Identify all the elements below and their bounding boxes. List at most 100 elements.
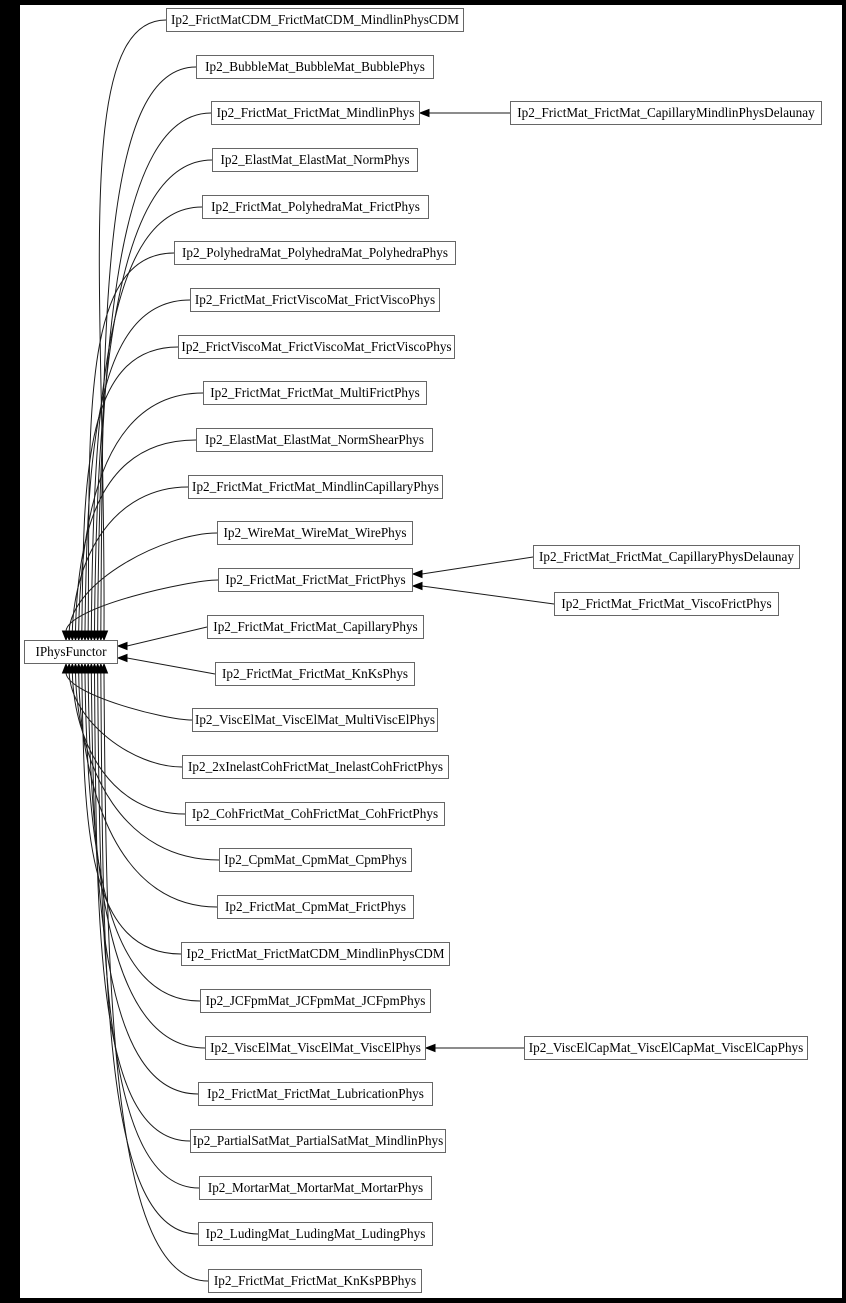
inheritance-edge (71, 486, 189, 632)
inheritance-edge (65, 579, 219, 632)
inheritance-edge (75, 439, 197, 632)
edge-arrowhead (74, 630, 83, 642)
node-class-box[interactable]: Ip2_FrictMat_CpmMat_FrictPhys (217, 895, 414, 919)
node-label: Ip2_FrictMat_PolyhedraMat_FrictPhys (211, 199, 420, 214)
node-root-iphysfunctor[interactable]: IPhysFunctor (24, 640, 118, 664)
edge-arrowhead (80, 630, 90, 642)
inheritance-edge (78, 392, 204, 632)
inheritance-edge (84, 299, 191, 632)
node-class-box[interactable]: Ip2_FrictViscoMat_FrictViscoMat_FrictVis… (178, 335, 455, 359)
edge-arrowhead (96, 662, 106, 674)
inheritance-edge (126, 657, 216, 675)
node-class-box[interactable]: Ip2_FrictMatCDM_FrictMatCDM_MindlinPhysC… (166, 8, 464, 32)
node-class-box[interactable]: Ip2_FrictMat_FrictViscoMat_FrictViscoPhy… (190, 288, 440, 312)
node-class-box[interactable]: Ip2_FrictMat_FrictMat_CapillaryMindlinPh… (510, 101, 822, 125)
node-label: Ip2_FrictMat_FrictMat_FrictPhys (225, 572, 406, 587)
node-label: Ip2_ElastMat_ElastMat_NormShearPhys (204, 432, 425, 447)
node-class-box[interactable]: Ip2_FrictMat_PolyhedraMat_FrictPhys (202, 195, 429, 219)
node-class-box[interactable]: Ip2_ElastMat_ElastMat_NormShearPhys (196, 428, 433, 452)
node-class-box[interactable]: Ip2_2xInelastCohFrictMat_InelastCohFrict… (182, 755, 449, 779)
inheritance-edge (65, 672, 193, 721)
node-class-box[interactable]: Ip2_WireMat_WireMat_WirePhys (217, 521, 413, 545)
inheritance-edge (97, 112, 212, 632)
node-class-box[interactable]: Ip2_FrictMat_FrictMat_ViscoFrictPhys (554, 592, 779, 616)
node-class-box[interactable]: Ip2_FrictMat_FrictMat_MindlinCapillaryPh… (188, 475, 443, 499)
node-label: Ip2_FrictMat_FrictMat_KnKsPBPhys (213, 1273, 417, 1288)
node-class-box[interactable]: Ip2_FrictMat_FrictMat_CapillaryPhys (207, 615, 424, 639)
node-class-box[interactable]: Ip2_LudingMat_LudingMat_LudingPhys (198, 1222, 433, 1246)
node-label: Ip2_FrictMat_FrictMat_MindlinCapillaryPh… (192, 479, 439, 494)
node-label: Ip2_ViscElCapMat_ViscElCapMat_ViscElCapP… (528, 1040, 804, 1055)
node-label: Ip2_ViscElMat_ViscElMat_ViscElPhys (210, 1040, 421, 1055)
node-class-box[interactable]: Ip2_JCFpmMat_JCFpmMat_JCFpmPhys (200, 989, 431, 1013)
node-label: Ip2_2xInelastCohFrictMat_InelastCohFrict… (188, 759, 443, 774)
node-label: Ip2_FrictMat_FrictMatCDM_MindlinPhysCDM (186, 946, 445, 961)
node-label: Ip2_JCFpmMat_JCFpmMat_JCFpmPhys (205, 993, 426, 1008)
inheritance-edge (81, 672, 182, 955)
diagram-canvas: IPhysFunctor Ip2_FrictMatCDM_FrictMatCDM_… (20, 5, 842, 1298)
node-class-box[interactable]: Ip2_MortarMat_MortarMat_MortarPhys (199, 1176, 432, 1200)
edge-arrowhead (83, 630, 93, 642)
node-class-box[interactable]: Ip2_ViscElMat_ViscElMat_ViscElPhys (205, 1036, 426, 1060)
node-class-box[interactable]: Ip2_ViscElMat_ViscElMat_MultiViscElPhys (192, 708, 438, 732)
node-label: Ip2_FrictMat_FrictMat_ViscoFrictPhys (561, 596, 772, 611)
node-class-box[interactable]: Ip2_FrictMat_FrictMat_MultiFrictPhys (203, 381, 427, 405)
node-class-box[interactable]: Ip2_FrictMat_FrictMat_MindlinPhys (211, 101, 420, 125)
node-label: Ip2_FrictMat_FrictMat_MultiFrictPhys (210, 385, 420, 400)
node-class-box[interactable]: Ip2_BubbleMat_BubbleMat_BubblePhys (196, 55, 434, 79)
node-label: Ip2_FrictMat_FrictMat_CapillaryPhysDelau… (539, 549, 794, 564)
edge-arrowhead (90, 630, 99, 642)
node-class-box[interactable]: Ip2_ElastMat_ElastMat_NormPhys (212, 148, 418, 172)
node-label: Ip2_WireMat_WireMat_WirePhys (223, 525, 407, 540)
node-label: Ip2_FrictMat_FrictMat_LubricationPhys (207, 1086, 424, 1101)
edge-arrowhead (87, 630, 96, 642)
node-class-box[interactable]: Ip2_PolyhedraMat_PolyhedraMat_PolyhedraP… (174, 241, 456, 265)
inheritance-edge (87, 252, 175, 632)
edge-arrowhead (68, 662, 77, 674)
node-class-box[interactable]: Ip2_CpmMat_CpmMat_CpmPhys (219, 848, 412, 872)
inheritance-edge (90, 672, 199, 1095)
inheritance-edge (68, 672, 183, 768)
node-label: IPhysFunctor (35, 644, 107, 659)
node-label: Ip2_CpmMat_CpmMat_CpmPhys (224, 852, 407, 867)
edge-arrowhead (99, 662, 109, 674)
node-label: Ip2_ViscElMat_ViscElMat_MultiViscElPhys (194, 712, 436, 727)
node-class-box[interactable]: Ip2_FrictMat_FrictMatCDM_MindlinPhysCDM (181, 942, 450, 966)
node-class-box[interactable]: Ip2_ViscElCapMat_ViscElCapMat_ViscElCapP… (524, 1036, 808, 1060)
node-class-box[interactable]: Ip2_FrictMat_FrictMat_KnKsPhys (215, 662, 415, 686)
node-label: Ip2_FrictMatCDM_FrictMatCDM_MindlinPhysC… (171, 12, 459, 27)
node-label: Ip2_MortarMat_MortarMat_MortarPhys (207, 1180, 424, 1195)
edge-arrowhead (71, 630, 80, 642)
inheritance-edge (87, 672, 206, 1049)
node-label: Ip2_FrictMat_FrictMat_CapillaryMindlinPh… (517, 105, 815, 120)
node-class-box[interactable]: Ip2_FrictMat_FrictMat_FrictPhys (218, 568, 413, 592)
edge-arrowhead (74, 662, 83, 674)
node-label: Ip2_FrictMat_FrictMat_CapillaryPhys (213, 619, 418, 634)
node-label: Ip2_CohFrictMat_CohFrictMat_CohFrictPhys (191, 806, 439, 821)
edge-arrowhead (61, 662, 71, 674)
inheritance-edge (421, 585, 555, 605)
edge-arrowhead (96, 630, 106, 642)
node-class-box[interactable]: Ip2_PartialSatMat_PartialSatMat_MindlinP… (190, 1129, 446, 1153)
edge-arrowhead (77, 630, 87, 642)
inheritance-edge (94, 672, 191, 1142)
edge-arrowhead (64, 630, 74, 642)
edge-arrowhead (64, 662, 74, 674)
inheritance-edge (71, 672, 186, 815)
edge-arrowhead (68, 630, 77, 642)
node-class-box[interactable]: Ip2_FrictMat_FrictMat_KnKsPBPhys (208, 1269, 422, 1293)
edge-arrowhead (411, 569, 423, 579)
edge-arrowhead (93, 630, 102, 642)
node-class-box[interactable]: Ip2_FrictMat_FrictMat_CapillaryPhysDelau… (533, 545, 800, 569)
edge-arrowhead (424, 1043, 436, 1053)
edge-arrowhead (99, 630, 109, 642)
edge-arrowhead (418, 108, 430, 118)
edge-arrowhead (80, 662, 90, 674)
node-class-box[interactable]: Ip2_FrictMat_FrictMat_LubricationPhys (198, 1082, 433, 1106)
edge-arrowhead (87, 662, 96, 674)
inheritance-edge (90, 206, 203, 632)
inheritance-edge (98, 19, 167, 632)
inheritance-edge (126, 626, 208, 647)
node-class-box[interactable]: Ip2_CohFrictMat_CohFrictMat_CohFrictPhys (185, 802, 445, 826)
edge-arrowhead (411, 581, 423, 591)
